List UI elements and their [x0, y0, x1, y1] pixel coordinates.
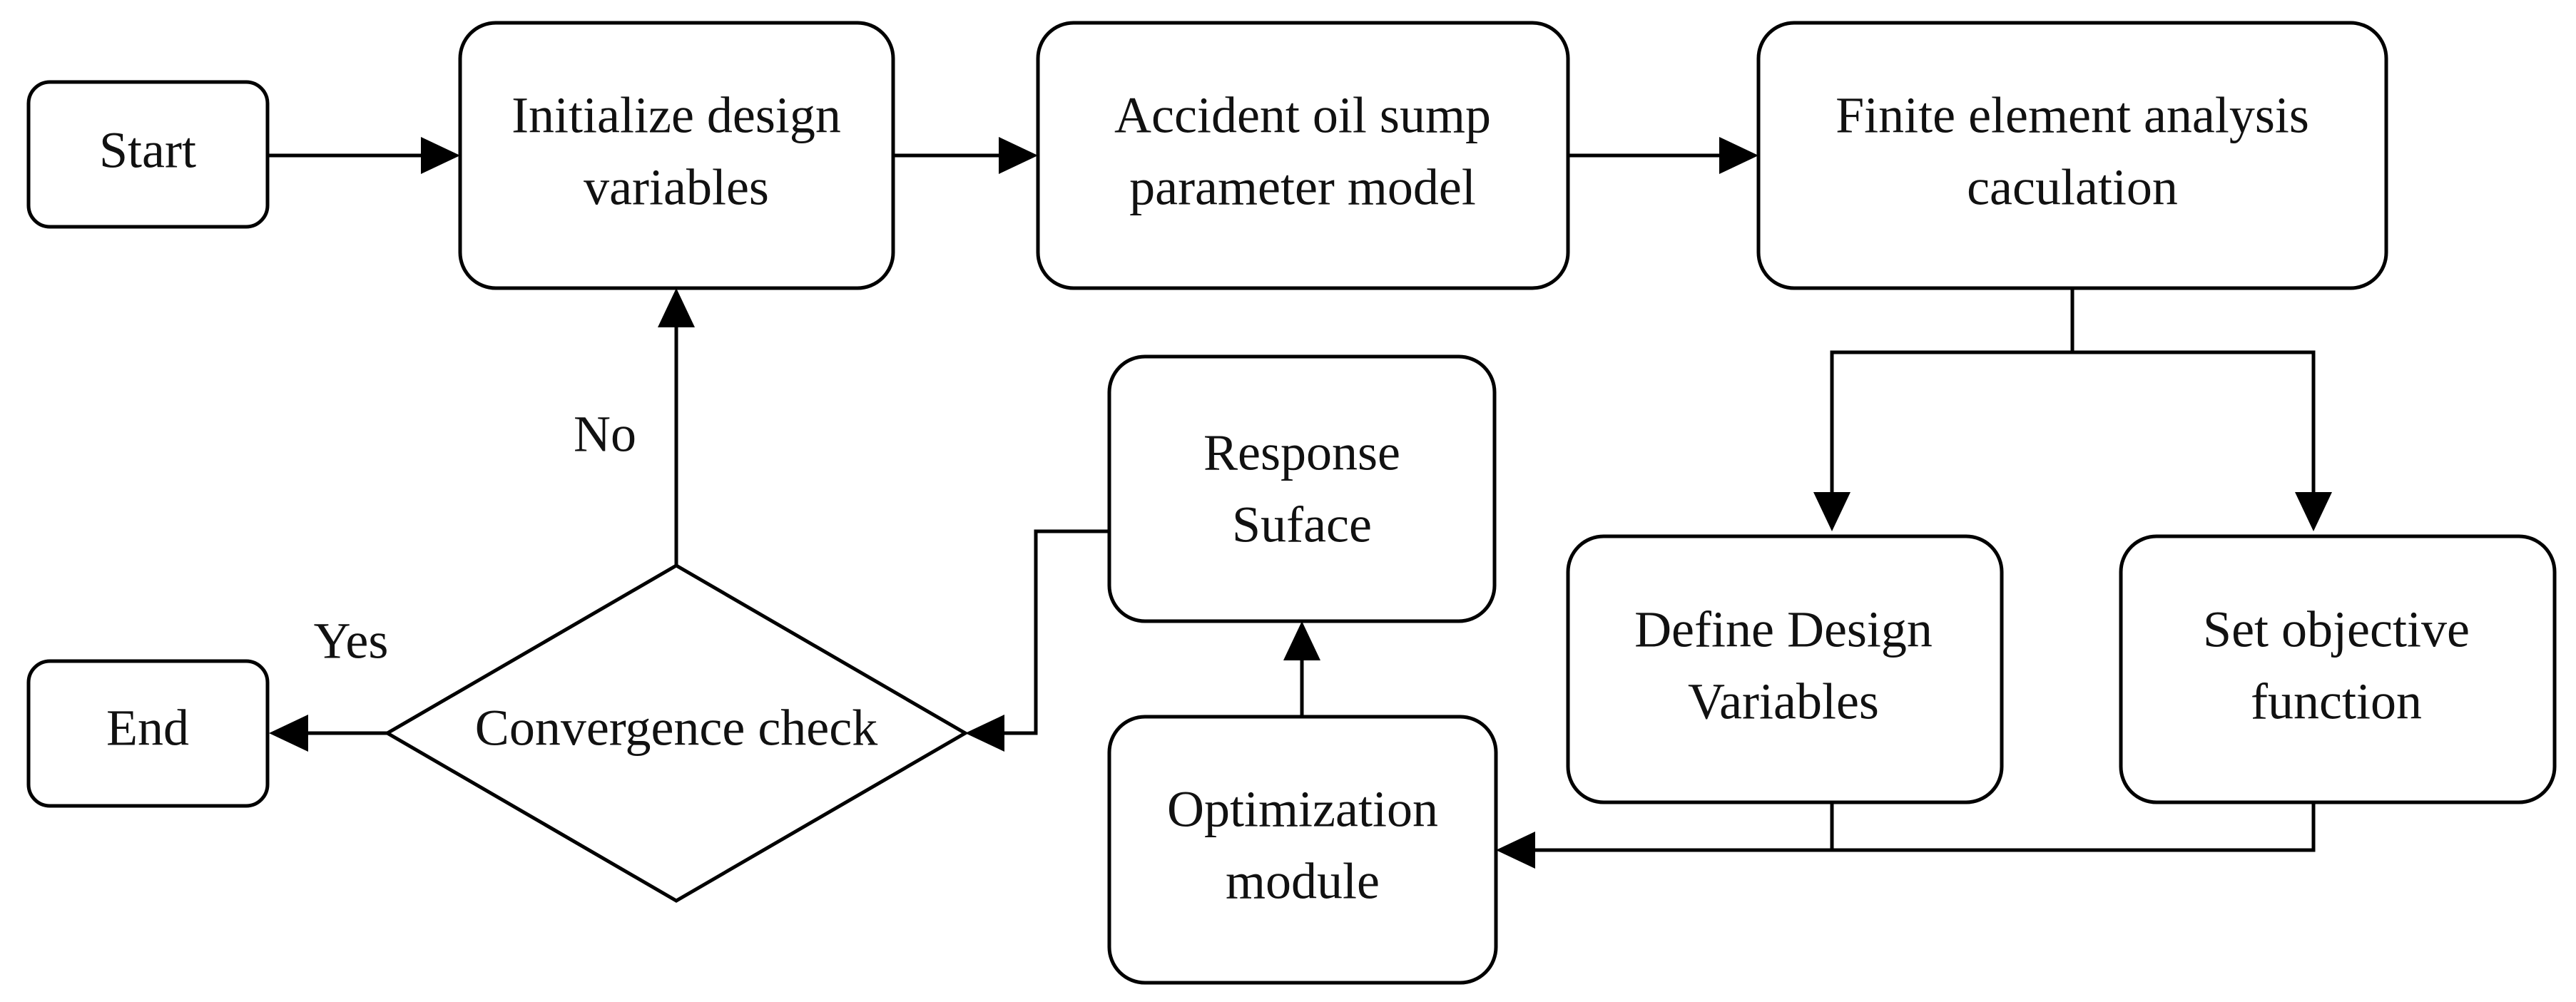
node-response-surface-label-line1: Response [1203, 424, 1400, 481]
node-parameter-model-label-line2: parameter model [1129, 159, 1476, 216]
node-end-label: End [106, 700, 189, 757]
arrowhead-convergence-right [965, 715, 1004, 752]
node-finite-element-analysis: Finite element analysis caculation [1756, 21, 2388, 290]
node-objective-function-label-line1: Set objective [2203, 601, 2470, 658]
node-start-label: Start [99, 122, 196, 179]
node-convergence-check-label: Convergence check [475, 700, 877, 757]
node-response-surface: Response Suface [1107, 354, 1497, 623]
node-initialize-label-line1: Initialize design [511, 87, 841, 144]
arrowhead-initialize-left [421, 137, 460, 174]
node-finite-element-analysis-label-line2: caculation [1967, 159, 2178, 216]
arrowhead-response-bottom [1283, 621, 1320, 660]
arrowhead-initialize-bottom [658, 288, 695, 327]
node-objective-function-label-line2: function [2251, 673, 2422, 730]
node-end: End [26, 659, 270, 808]
arrowhead-optimization-right [1496, 832, 1535, 869]
arrowhead-end-right [269, 715, 308, 752]
node-finite-element-analysis-label-line1: Finite element analysis [1836, 87, 2309, 144]
node-convergence-check: Convergence check [384, 563, 969, 903]
edge-define-objective-to-optimization [1535, 802, 2316, 852]
arrowhead-fea-left [1719, 137, 1758, 174]
arrowhead-model-left [999, 137, 1038, 174]
arrowhead-objective-top [2295, 492, 2332, 531]
node-define-design-variables: Define Design Variables [1566, 534, 2004, 804]
edge-fea-split [1830, 288, 2316, 492]
node-parameter-model-label-line1: Accident oil sump [1114, 87, 1491, 144]
node-response-surface-label-line2: Suface [1232, 496, 1372, 553]
node-start: Start [26, 80, 270, 229]
arrowhead-define-top [1813, 492, 1850, 531]
node-optimization-module: Optimization module [1107, 715, 1498, 985]
connectors [268, 137, 2332, 869]
edge-label-no: No [574, 406, 636, 463]
node-optimization-module-label-line1: Optimization [1167, 781, 1438, 838]
node-define-design-variables-label-line1: Define Design [1634, 601, 1933, 658]
node-define-design-variables-label-line2: Variables [1688, 673, 1879, 730]
node-optimization-module-label-line2: module [1226, 853, 1380, 910]
node-objective-function: Set objective function [2119, 534, 2557, 804]
edge-label-yes: Yes [314, 613, 389, 670]
edge-response-to-convergence [1004, 529, 1109, 735]
node-parameter-model: Accident oil sump parameter model [1036, 21, 1570, 290]
node-initialize-label-line2: variables [584, 159, 769, 216]
node-initialize: Initialize design variables [458, 21, 895, 290]
